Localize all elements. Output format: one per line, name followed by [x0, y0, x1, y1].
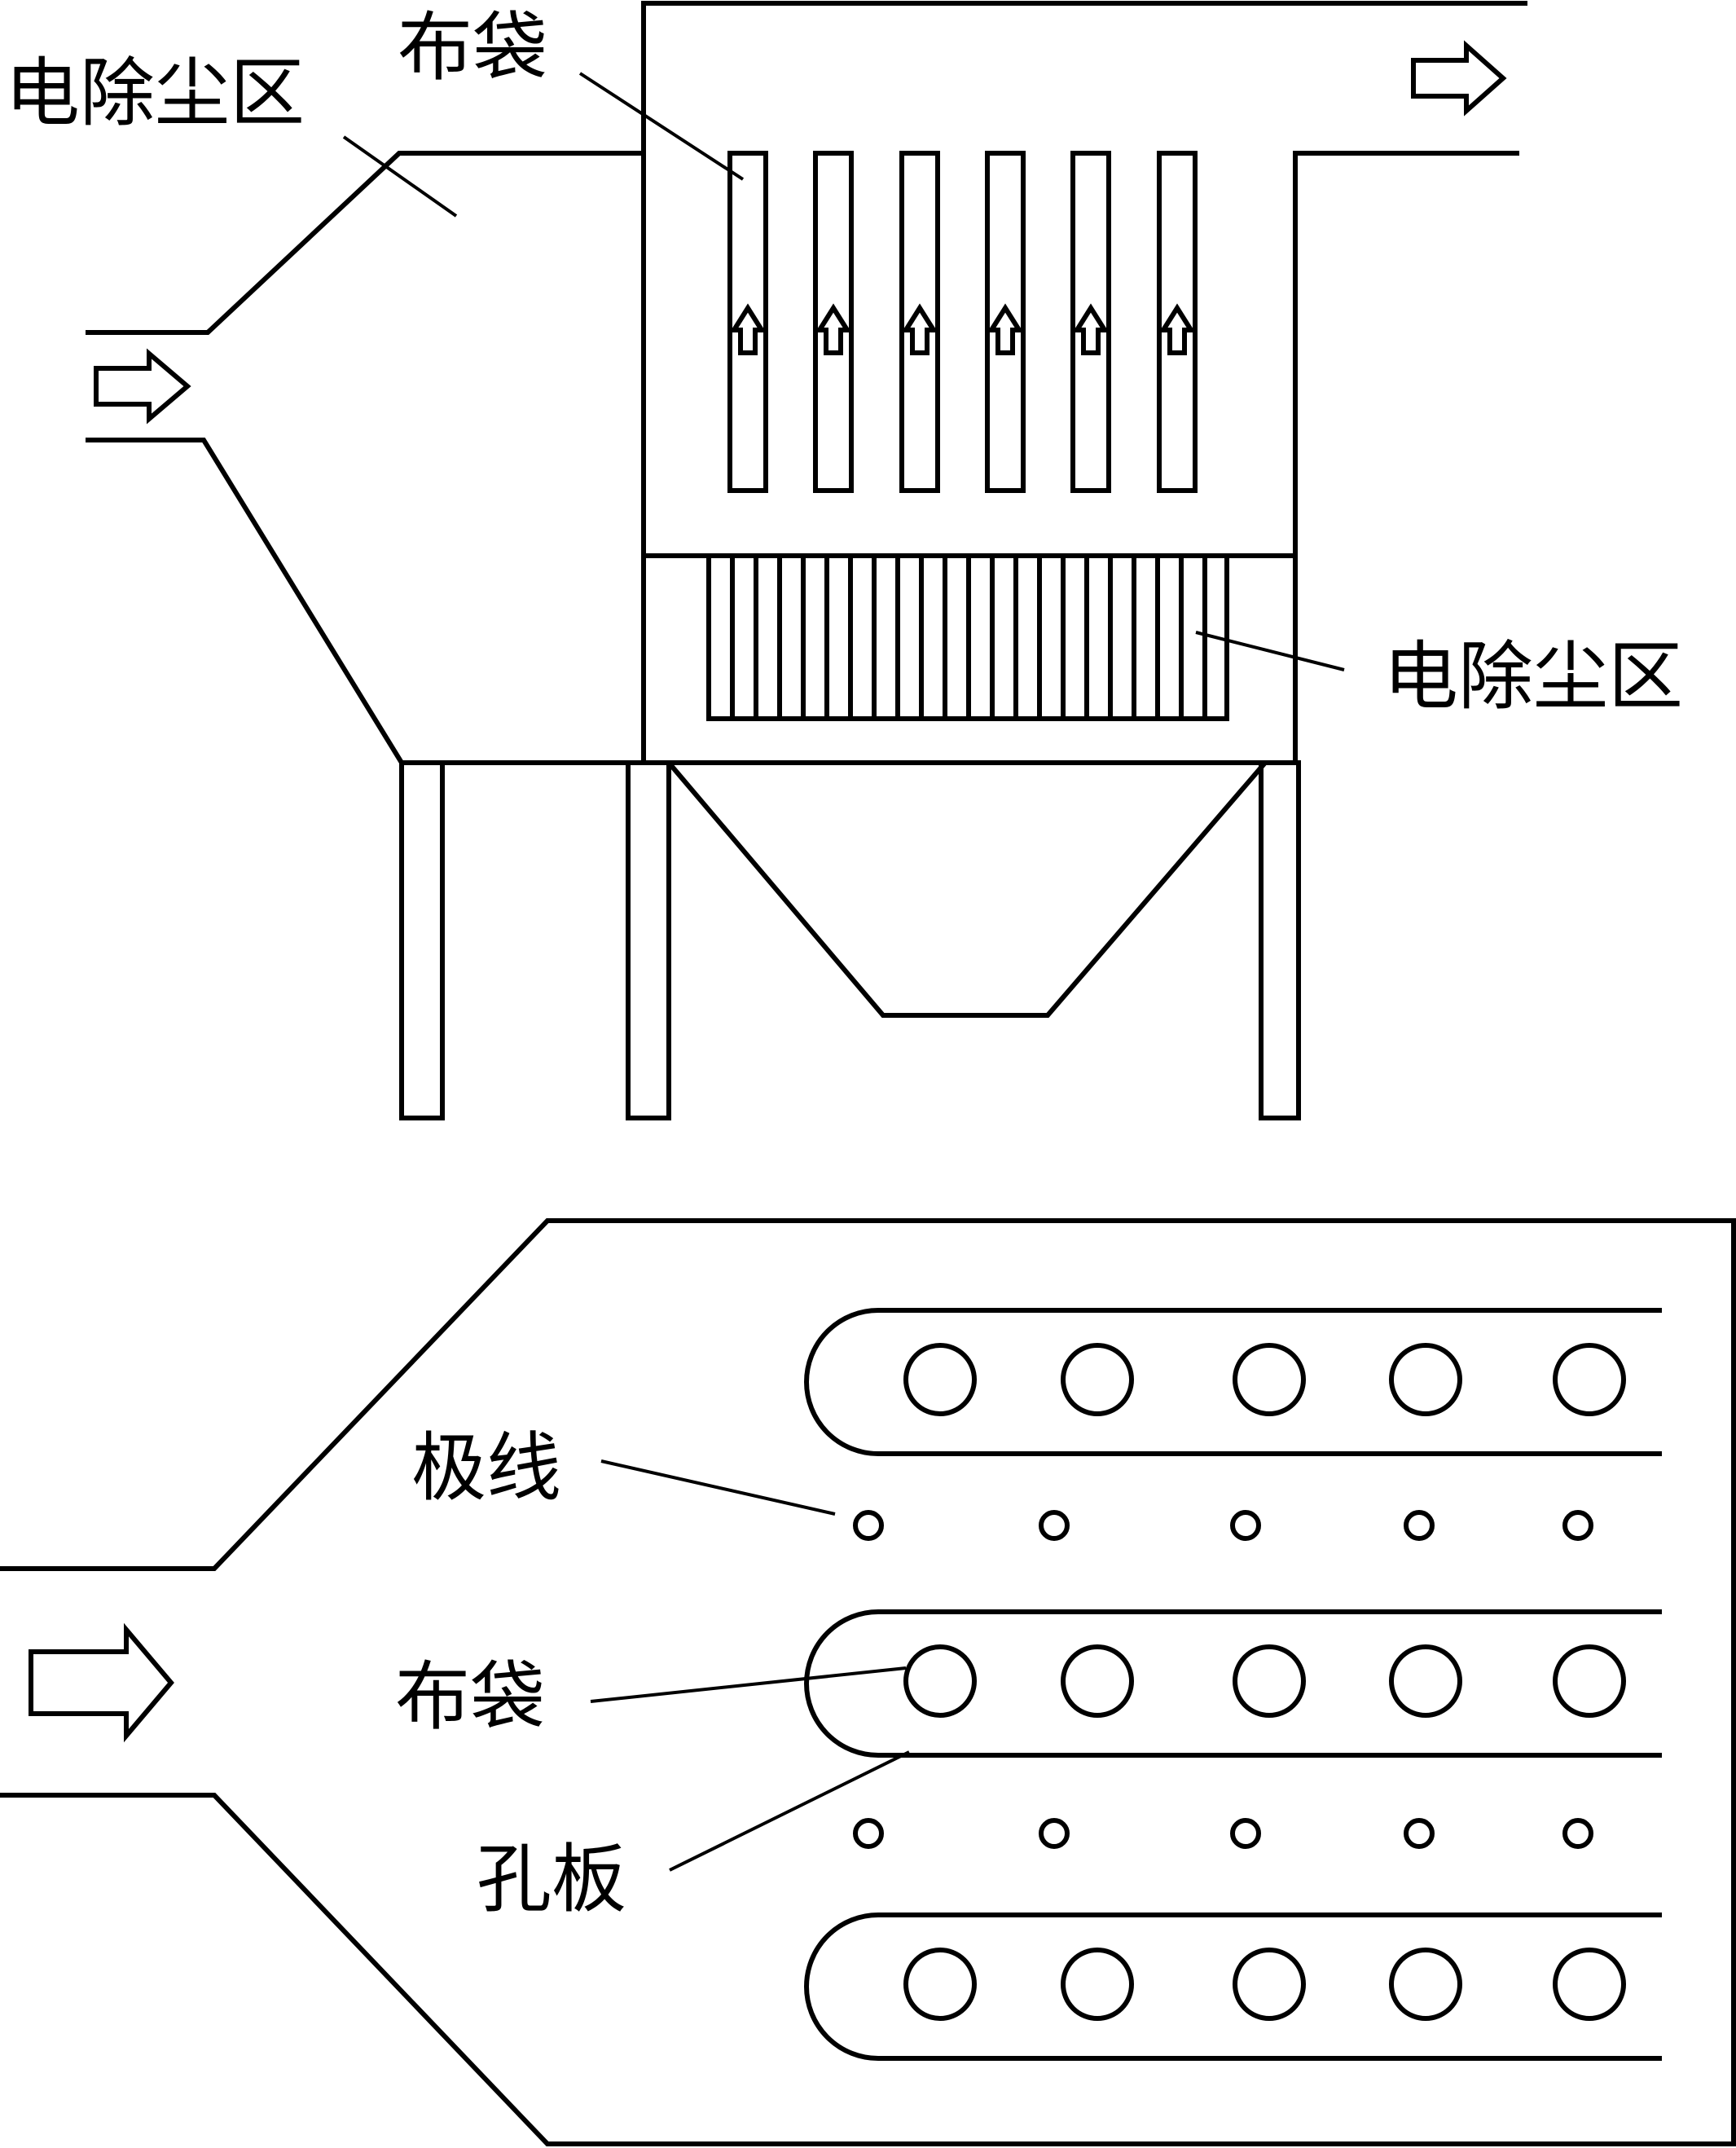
leader-top-bag [578, 72, 745, 181]
support-leg [399, 760, 445, 1120]
orifice-plate-row [804, 1913, 1662, 2061]
bag-circle [1389, 1644, 1462, 1718]
leader-filter-bag [590, 1666, 907, 1703]
up-arrow-icon [901, 303, 938, 355]
up-arrow-icon [1072, 303, 1110, 355]
label-filter-bag-top: 布袋 [398, 4, 547, 91]
bag-circle [1389, 1948, 1462, 2021]
bag-circle [1233, 1644, 1306, 1718]
filter-bags [727, 151, 1198, 493]
electrode-wire [1230, 1818, 1261, 1849]
label-esp-zone-top: 电除尘区 [5, 50, 305, 137]
electrode-wire [853, 1510, 884, 1541]
orifice-plate-row [804, 1609, 1662, 1758]
filter-bag [899, 151, 940, 493]
bag-circle [1389, 1343, 1462, 1416]
bag-circle [1233, 1948, 1306, 2021]
bag-circle [1553, 1948, 1626, 2021]
support-legs [399, 760, 1301, 1120]
bag-circle [1061, 1644, 1134, 1718]
support-leg [626, 760, 671, 1120]
bag-circle [903, 1948, 977, 2021]
inlet-flow-arrow [94, 348, 191, 425]
bag-upflow-arrows [729, 303, 1196, 355]
bag-circle [1061, 1948, 1134, 2021]
up-arrow-icon [987, 303, 1024, 355]
plan-inlet-arrow [29, 1622, 174, 1743]
electrode-wire [1404, 1818, 1435, 1849]
support-leg [1259, 760, 1301, 1120]
electrode-wires [853, 1510, 1593, 1849]
up-arrow-icon [729, 303, 767, 355]
electrode-wire [1562, 1818, 1593, 1849]
bag-circle [1553, 1644, 1626, 1718]
up-arrow-icon [815, 303, 852, 355]
side-view: 电除尘区 布袋 电除尘区 [5, 1, 1683, 1120]
leader-right-esp [1195, 631, 1345, 671]
bag-circles [903, 1343, 1626, 2021]
leader-electrode-wire [600, 1459, 836, 1516]
filter-bag [1070, 151, 1111, 493]
leader-orifice-plate [669, 1750, 910, 1872]
bag-circle [903, 1644, 977, 1718]
label-electrode-wire: 极线 [411, 1424, 561, 1512]
outer-casing [0, 1218, 1736, 2146]
filter-bag [985, 151, 1026, 493]
electrode-wire [853, 1818, 884, 1849]
bag-circle [1233, 1343, 1306, 1416]
electrode-wire [1039, 1818, 1070, 1849]
inlet-duct [86, 151, 644, 765]
plan-view: 极线 布袋 孔板 [0, 1218, 1736, 2146]
leader-top-esp [342, 135, 458, 218]
electrode-wire [1562, 1510, 1593, 1541]
label-filter-bag-bottom: 布袋 [395, 1653, 545, 1741]
orifice-plate-row [804, 1308, 1662, 1456]
bag-circle [903, 1343, 977, 1416]
bag-circle [1553, 1343, 1626, 1416]
electrode-wire [1039, 1510, 1070, 1541]
filter-bag [813, 151, 854, 493]
ash-hopper [666, 761, 1268, 1018]
up-arrow-icon [1158, 303, 1196, 355]
label-esp-zone-right: 电除尘区 [1383, 633, 1683, 720]
orifice-plate-rows [804, 1308, 1662, 2061]
electrode-wire [1404, 1510, 1435, 1541]
esp-plates [706, 553, 1229, 721]
label-orifice-plate: 孔板 [477, 1836, 626, 1923]
filter-bag [727, 151, 768, 493]
outlet-flow-arrow [1411, 40, 1507, 117]
filter-bag [1157, 151, 1198, 493]
electrode-wire [1230, 1510, 1261, 1541]
bag-circle [1061, 1343, 1134, 1416]
